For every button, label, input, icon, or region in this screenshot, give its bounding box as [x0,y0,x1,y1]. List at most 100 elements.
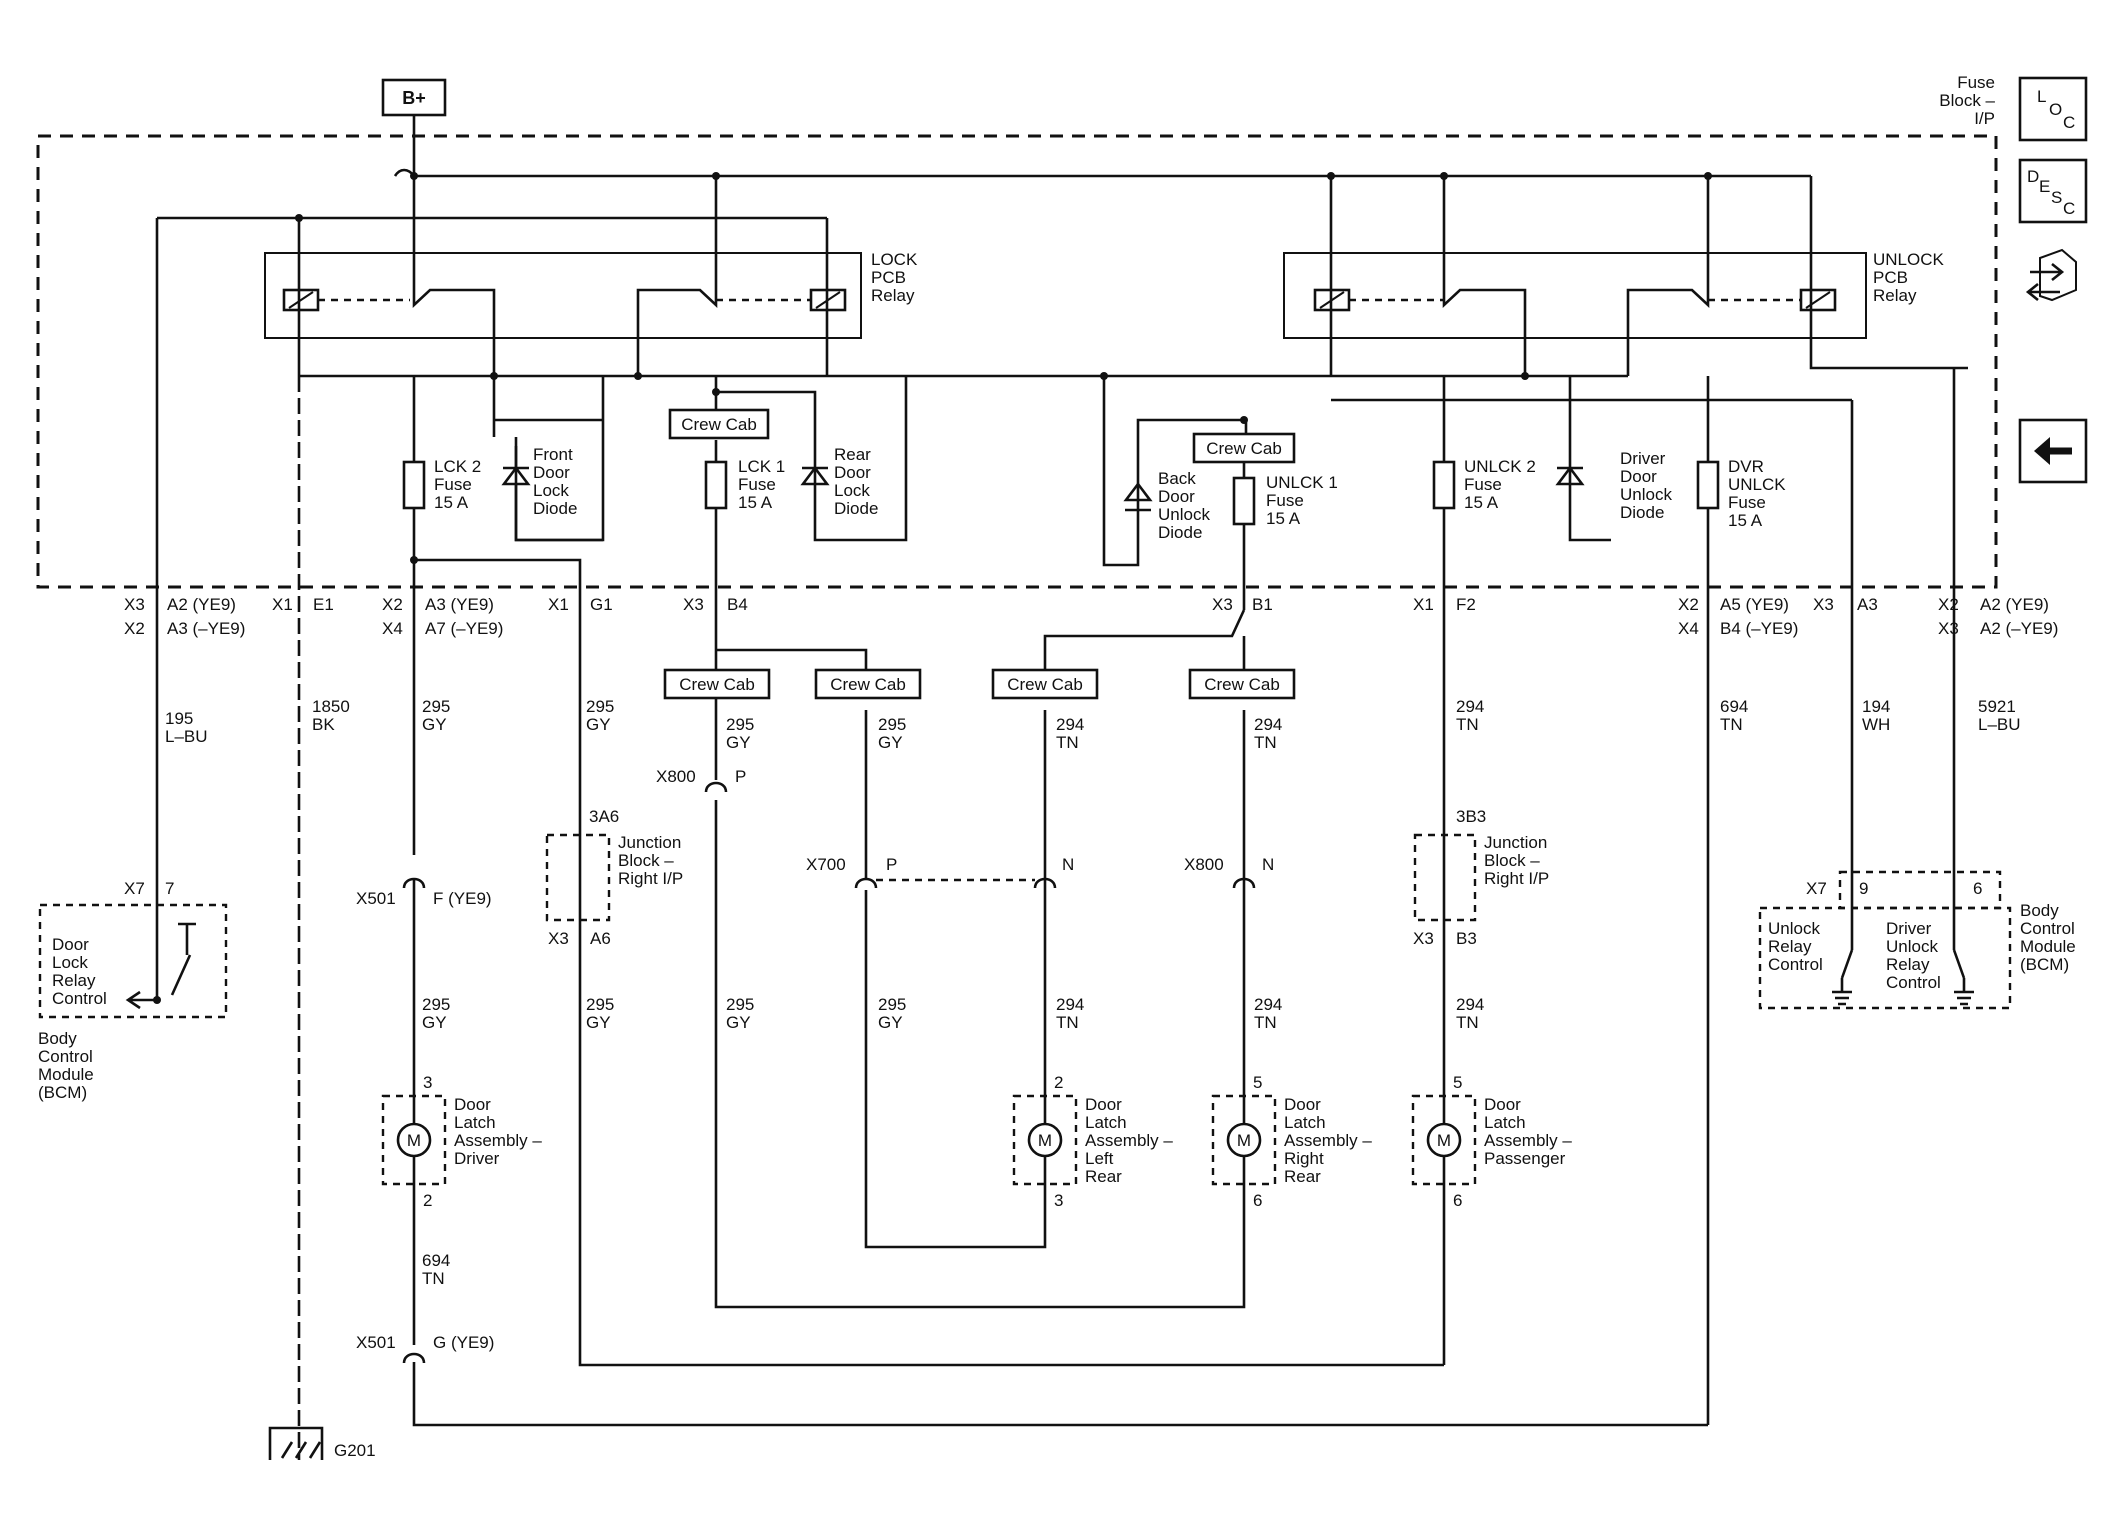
loc-icon[interactable]: L O C [2018,76,2088,142]
svg-text:Lock: Lock [533,481,569,500]
svg-text:15 A: 15 A [434,493,469,512]
svg-text:Module: Module [38,1065,94,1084]
svg-text:A2 (YE9): A2 (YE9) [1980,595,2049,614]
svg-text:Body: Body [2020,901,2059,920]
svg-text:6: 6 [1453,1191,1462,1210]
svg-text:Diode: Diode [1620,503,1664,522]
svg-text:Unlock: Unlock [1158,505,1210,524]
svg-text:Unlock: Unlock [1768,919,1820,938]
back-arrow-icon[interactable] [2018,418,2088,484]
svg-text:15 A: 15 A [1266,509,1301,528]
svg-text:Junction: Junction [1484,833,1547,852]
connector-x700-n: N [1033,855,1074,889]
svg-text:2: 2 [423,1191,432,1210]
lock-pcb-relay [264,252,862,339]
svg-text:L–BU: L–BU [1978,715,2021,734]
crew-cab-1 [663,668,771,700]
connector-x800-p: X800 P [656,767,746,793]
svg-text:Rear: Rear [834,445,871,464]
svg-text:G201: G201 [334,1441,376,1460]
svg-text:X2: X2 [124,619,145,638]
svg-text:Driver: Driver [1620,449,1666,468]
svg-text:LCK 1: LCK 1 [738,457,785,476]
svg-text:X7: X7 [1806,879,1827,898]
svg-text:B3: B3 [1456,929,1477,948]
svg-text:15 A: 15 A [738,493,773,512]
rear-door-lock-diode [800,465,830,486]
svg-text:F2: F2 [1456,595,1476,614]
svg-text:X3: X3 [683,595,704,614]
svg-text:B1: B1 [1252,595,1273,614]
svg-text:X2: X2 [382,595,403,614]
svg-text:Back: Back [1158,469,1196,488]
svg-text:E1: E1 [313,595,334,614]
crew-cab-4 [1188,668,1296,700]
svg-text:Block –: Block – [1939,91,1995,110]
svg-text:LCK 2: LCK 2 [434,457,481,476]
svg-text:X4: X4 [1678,619,1699,638]
svg-text:Rear: Rear [1284,1167,1321,1186]
svg-text:B4 (–YE9): B4 (–YE9) [1720,619,1798,638]
lock-relay-contact-1 [412,176,496,376]
svg-text:3A6: 3A6 [589,807,619,826]
svg-text:Door: Door [1484,1095,1521,1114]
svg-text:PCB: PCB [1873,268,1908,287]
unlck2-fuse [1432,460,1456,510]
svg-text:Control: Control [1886,973,1941,992]
svg-text:Unlock: Unlock [1620,485,1672,504]
svg-text:295: 295 [422,995,450,1014]
svg-text:294: 294 [1456,697,1484,716]
svg-text:A3 (–YE9): A3 (–YE9) [167,619,245,638]
svg-text:TN: TN [1456,715,1479,734]
svg-text:5: 5 [1453,1073,1462,1092]
svg-text:X2: X2 [1938,595,1959,614]
svg-text:X501: X501 [356,889,396,908]
svg-text:Relay: Relay [52,971,96,990]
svg-text:D: D [2027,167,2039,186]
svg-text:294: 294 [1456,995,1484,1014]
svg-text:TN: TN [1056,733,1079,752]
svg-text:Latch: Latch [1085,1113,1127,1132]
svg-text:Unlock: Unlock [1886,937,1938,956]
svg-text:(BCM): (BCM) [38,1083,87,1102]
svg-text:P: P [735,767,746,786]
svg-text:295: 295 [586,995,614,1014]
svg-text:X700: X700 [806,855,846,874]
unlck1-fuse [1232,476,1256,526]
svg-text:Front: Front [533,445,573,464]
svg-text:Fuse: Fuse [1266,491,1304,510]
desc-icon[interactable]: D E S C [2018,158,2088,224]
svg-text:Door: Door [834,463,871,482]
svg-text:L: L [2037,87,2046,106]
svg-text:295: 295 [878,995,906,1014]
connector-view-icon[interactable] [2025,248,2077,302]
svg-text:Driver: Driver [454,1149,500,1168]
svg-text:A6: A6 [590,929,611,948]
connector-x700-p: X700 P [806,855,897,889]
connector-x501-f: X501 F (YE9) [356,877,492,908]
svg-text:294: 294 [1254,995,1282,1014]
svg-text:X800: X800 [1184,855,1224,874]
svg-text:M: M [1038,1131,1052,1150]
svg-text:E: E [2039,177,2050,196]
svg-text:X3: X3 [124,595,145,614]
svg-text:X1: X1 [548,595,569,614]
svg-text:694: 694 [1720,697,1748,716]
svg-text:Module: Module [2020,937,2076,956]
svg-text:Right: Right [1284,1149,1324,1168]
svg-text:294: 294 [1056,995,1084,1014]
svg-text:Block –: Block – [1484,851,1540,870]
svg-text:295: 295 [726,995,754,1014]
front-door-lock-diode-label: Front Door Lock Diode [533,445,577,518]
svg-text:I/P: I/P [1974,109,1995,128]
svg-text:UNLOCK: UNLOCK [1873,250,1945,269]
svg-text:A3 (YE9): A3 (YE9) [425,595,494,614]
svg-text:Fuse: Fuse [1728,493,1766,512]
svg-text:6: 6 [1973,879,1982,898]
dvr-unlck-fuse-label: DVR UNLCK Fuse 15 A [1728,457,1786,530]
svg-text:Diode: Diode [834,499,878,518]
back-door-unlock-diode-label: Back Door Unlock Diode [1158,469,1210,542]
svg-text:X2: X2 [1678,595,1699,614]
connector-x501-g: X501 G (YE9) [356,1333,494,1364]
